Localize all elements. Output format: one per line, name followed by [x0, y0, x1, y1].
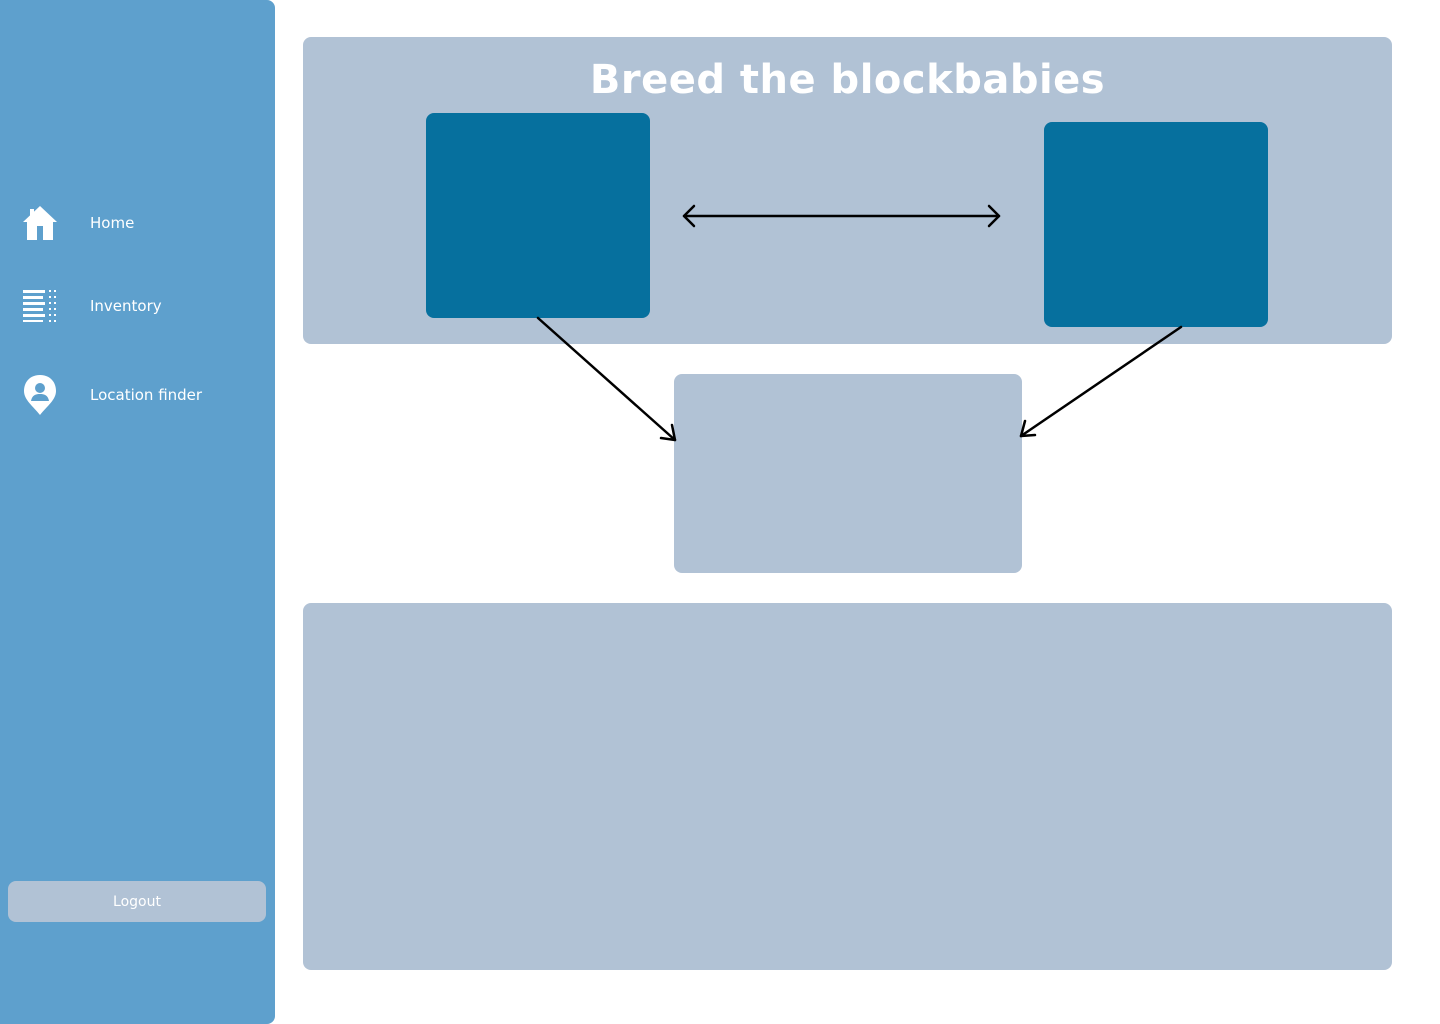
sidebar: Home [0, 0, 275, 1024]
home-icon [20, 203, 60, 243]
sidebar-item-label: Location finder [90, 386, 203, 404]
sidebar-item-label: Home [90, 214, 135, 232]
parent-slot-right[interactable] [1044, 122, 1268, 327]
sidebar-item-inventory[interactable]: Inventory [20, 286, 162, 326]
list-icon [20, 286, 60, 326]
location-pin-icon [20, 375, 60, 415]
offspring-slot [674, 374, 1022, 573]
logout-button[interactable]: Logout [8, 881, 266, 922]
blockbaby-collection-panel [303, 603, 1392, 970]
parent-slot-left[interactable] [426, 113, 650, 318]
sidebar-item-location-finder[interactable]: Location finder [20, 375, 202, 415]
page-title: Breed the blockbabies [589, 57, 1106, 103]
sidebar-item-label: Inventory [90, 297, 162, 315]
sidebar-item-home[interactable]: Home [20, 203, 134, 243]
